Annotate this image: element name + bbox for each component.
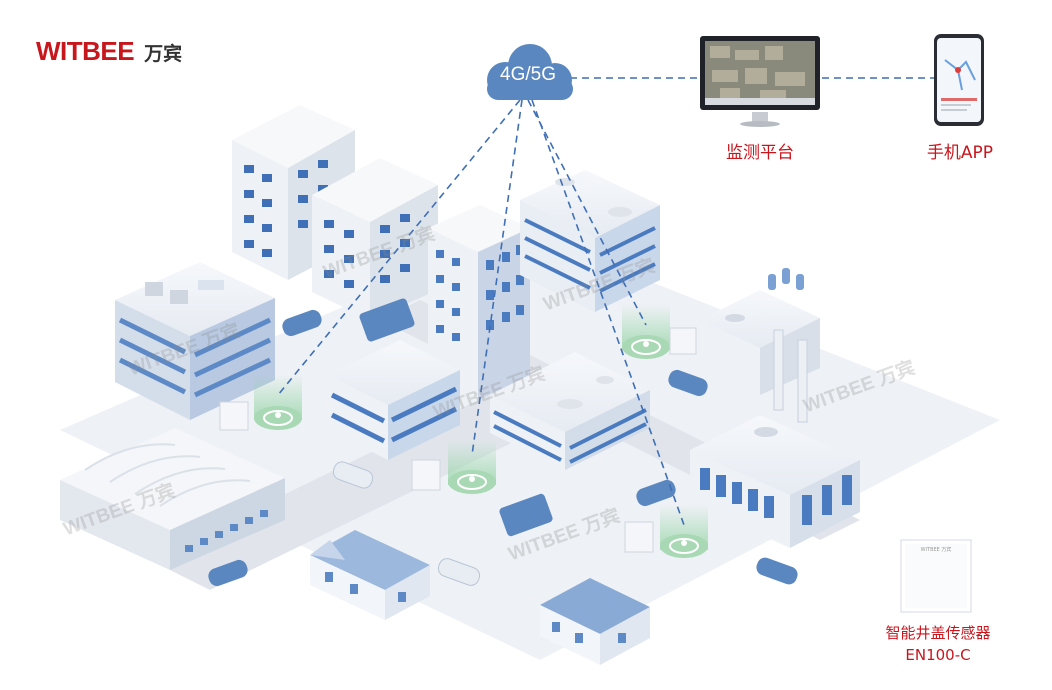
- car-3: [332, 461, 374, 489]
- car-6: [437, 558, 481, 586]
- car-2: [668, 369, 708, 397]
- sensor-node-2: [622, 305, 697, 359]
- sensor-node-4: [624, 505, 708, 558]
- office-tower-left: [232, 105, 355, 280]
- factory-front-right: [690, 415, 860, 548]
- brand-name-cn: 万宾: [144, 43, 183, 65]
- car-7: [756, 557, 798, 585]
- office-wide-center: [490, 352, 650, 470]
- house-right: [540, 578, 650, 665]
- platform-label: 监测平台: [726, 143, 794, 163]
- sensor-model: EN100-C: [905, 646, 971, 664]
- sensor-device-icon: [900, 539, 972, 613]
- office-glass-left: [115, 262, 275, 420]
- car-1: [282, 309, 322, 337]
- car-5: [208, 559, 248, 587]
- office-low-mid: [328, 340, 460, 460]
- phone-icon: [934, 34, 984, 126]
- van-1: [359, 298, 415, 342]
- brand-name-en: WITBEE: [36, 36, 135, 66]
- sensor-node-3: [411, 440, 496, 494]
- car-4: [636, 479, 676, 507]
- cloud-icon: [487, 44, 573, 100]
- office-tower-center: [428, 205, 530, 400]
- sensor-caption: 智能井盖传感器 EN100-C: [850, 622, 1026, 666]
- house-left: [310, 530, 430, 620]
- sensor-name: 智能井盖传感器: [885, 624, 991, 642]
- vaulted-warehouse: [60, 428, 285, 570]
- network-label: 4G/5G: [500, 64, 556, 85]
- monitor-icon: [700, 36, 820, 127]
- brand-logo: WITBEE 万宾: [36, 36, 182, 67]
- network-links: [277, 77, 934, 526]
- sensor-device-brand: WITBEE 万宾: [920, 547, 952, 553]
- office-tower-mid: [312, 158, 438, 320]
- van-2: [499, 493, 553, 537]
- smokestacks: [773, 329, 808, 423]
- office-glass-right: [520, 170, 660, 312]
- sensor-node-1: [219, 375, 302, 431]
- mobile-app-label: 手机APP: [926, 143, 994, 163]
